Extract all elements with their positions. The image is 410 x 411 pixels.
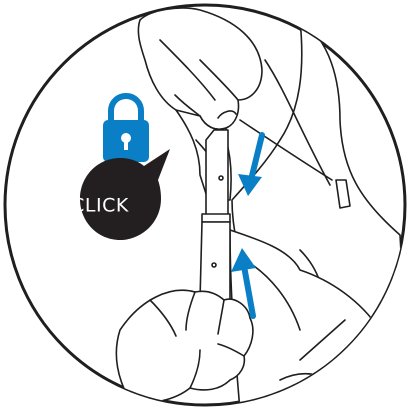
tube-ring — [202, 214, 230, 222]
tube-upper — [206, 130, 228, 216]
click-label: CLICK — [71, 195, 129, 217]
tube-lower — [200, 222, 230, 300]
